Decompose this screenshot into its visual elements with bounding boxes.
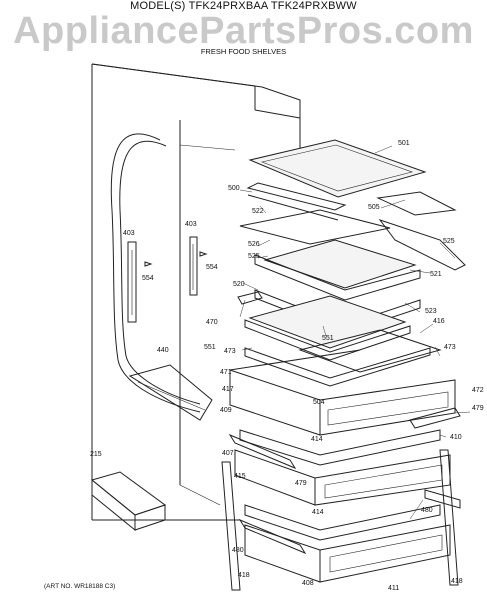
part-label: 416 [433,318,445,325]
part-label: 551 [204,344,216,351]
glass-shelf-second [239,209,466,301]
part-label: 500 [228,185,240,192]
cabinet-outline [91,63,301,521]
part-label: 473 [224,348,236,355]
door-gasket [110,133,201,413]
section-title: FRESH FOOD SHELVES [200,47,287,56]
part-label: 525 [248,253,260,260]
part-label: 408 [302,580,314,587]
dairy-bin [90,471,167,532]
part-label: 215 [90,451,102,458]
leader-lines [239,145,471,520]
drawer-rail-upper [409,407,461,429]
part-label: 403 [185,221,197,228]
part-label: 525 [443,238,455,245]
crisper-support [128,364,213,421]
part-label: 440 [157,347,169,354]
part-label: 414 [312,509,324,516]
part-number-labels: 501 500 522 505 526 525 525 521 403 403 554 554 520 4… [90,140,484,592]
part-label: 526 [248,241,260,248]
part-label: 410 [450,434,462,441]
part-label: 473 [444,344,456,351]
part-label: 505 [368,204,380,211]
part-label: 472 [472,387,484,394]
part-label: 411 [388,585,399,592]
part-label: 409 [220,407,232,414]
part-label: 551 [322,335,334,342]
part-label: 418 [451,578,463,585]
part-label: 480 [421,507,433,514]
part-label: 470 [206,319,218,326]
part-label: 418 [238,572,250,579]
part-label: 504 [313,399,325,406]
model-line: MODEL(S) TFK24PRXBAA TFK24PRXBWW [130,0,357,12]
shelf-support-left [127,236,208,323]
part-label: 415 [234,473,246,480]
part-label: 522 [252,208,264,215]
part-label: 523 [425,308,437,315]
part-label: 520 [233,281,245,288]
part-label: 471 [220,369,232,376]
part-label: 407 [222,450,234,457]
part-label: 414 [311,436,323,443]
part-label: 403 [123,230,135,237]
glass-shelf-top [246,139,457,221]
part-label: 554 [142,275,154,282]
watermark: AppliancePartsPros.com [13,10,474,52]
part-label: 417 [222,386,234,393]
part-label: 554 [206,264,218,271]
part-label: 479 [295,480,307,487]
middle-drawer [228,429,451,506]
part-label: 501 [398,140,410,147]
glass-shelf-third [237,289,421,361]
part-label: 521 [430,271,442,278]
side-rails [221,449,461,591]
bottom-drawer [238,504,451,583]
drawer-cover [244,329,442,387]
part-label: 479 [472,405,484,412]
part-label: 480 [232,547,244,554]
art-number: (ART NO. WR18188 C3) [44,583,116,590]
